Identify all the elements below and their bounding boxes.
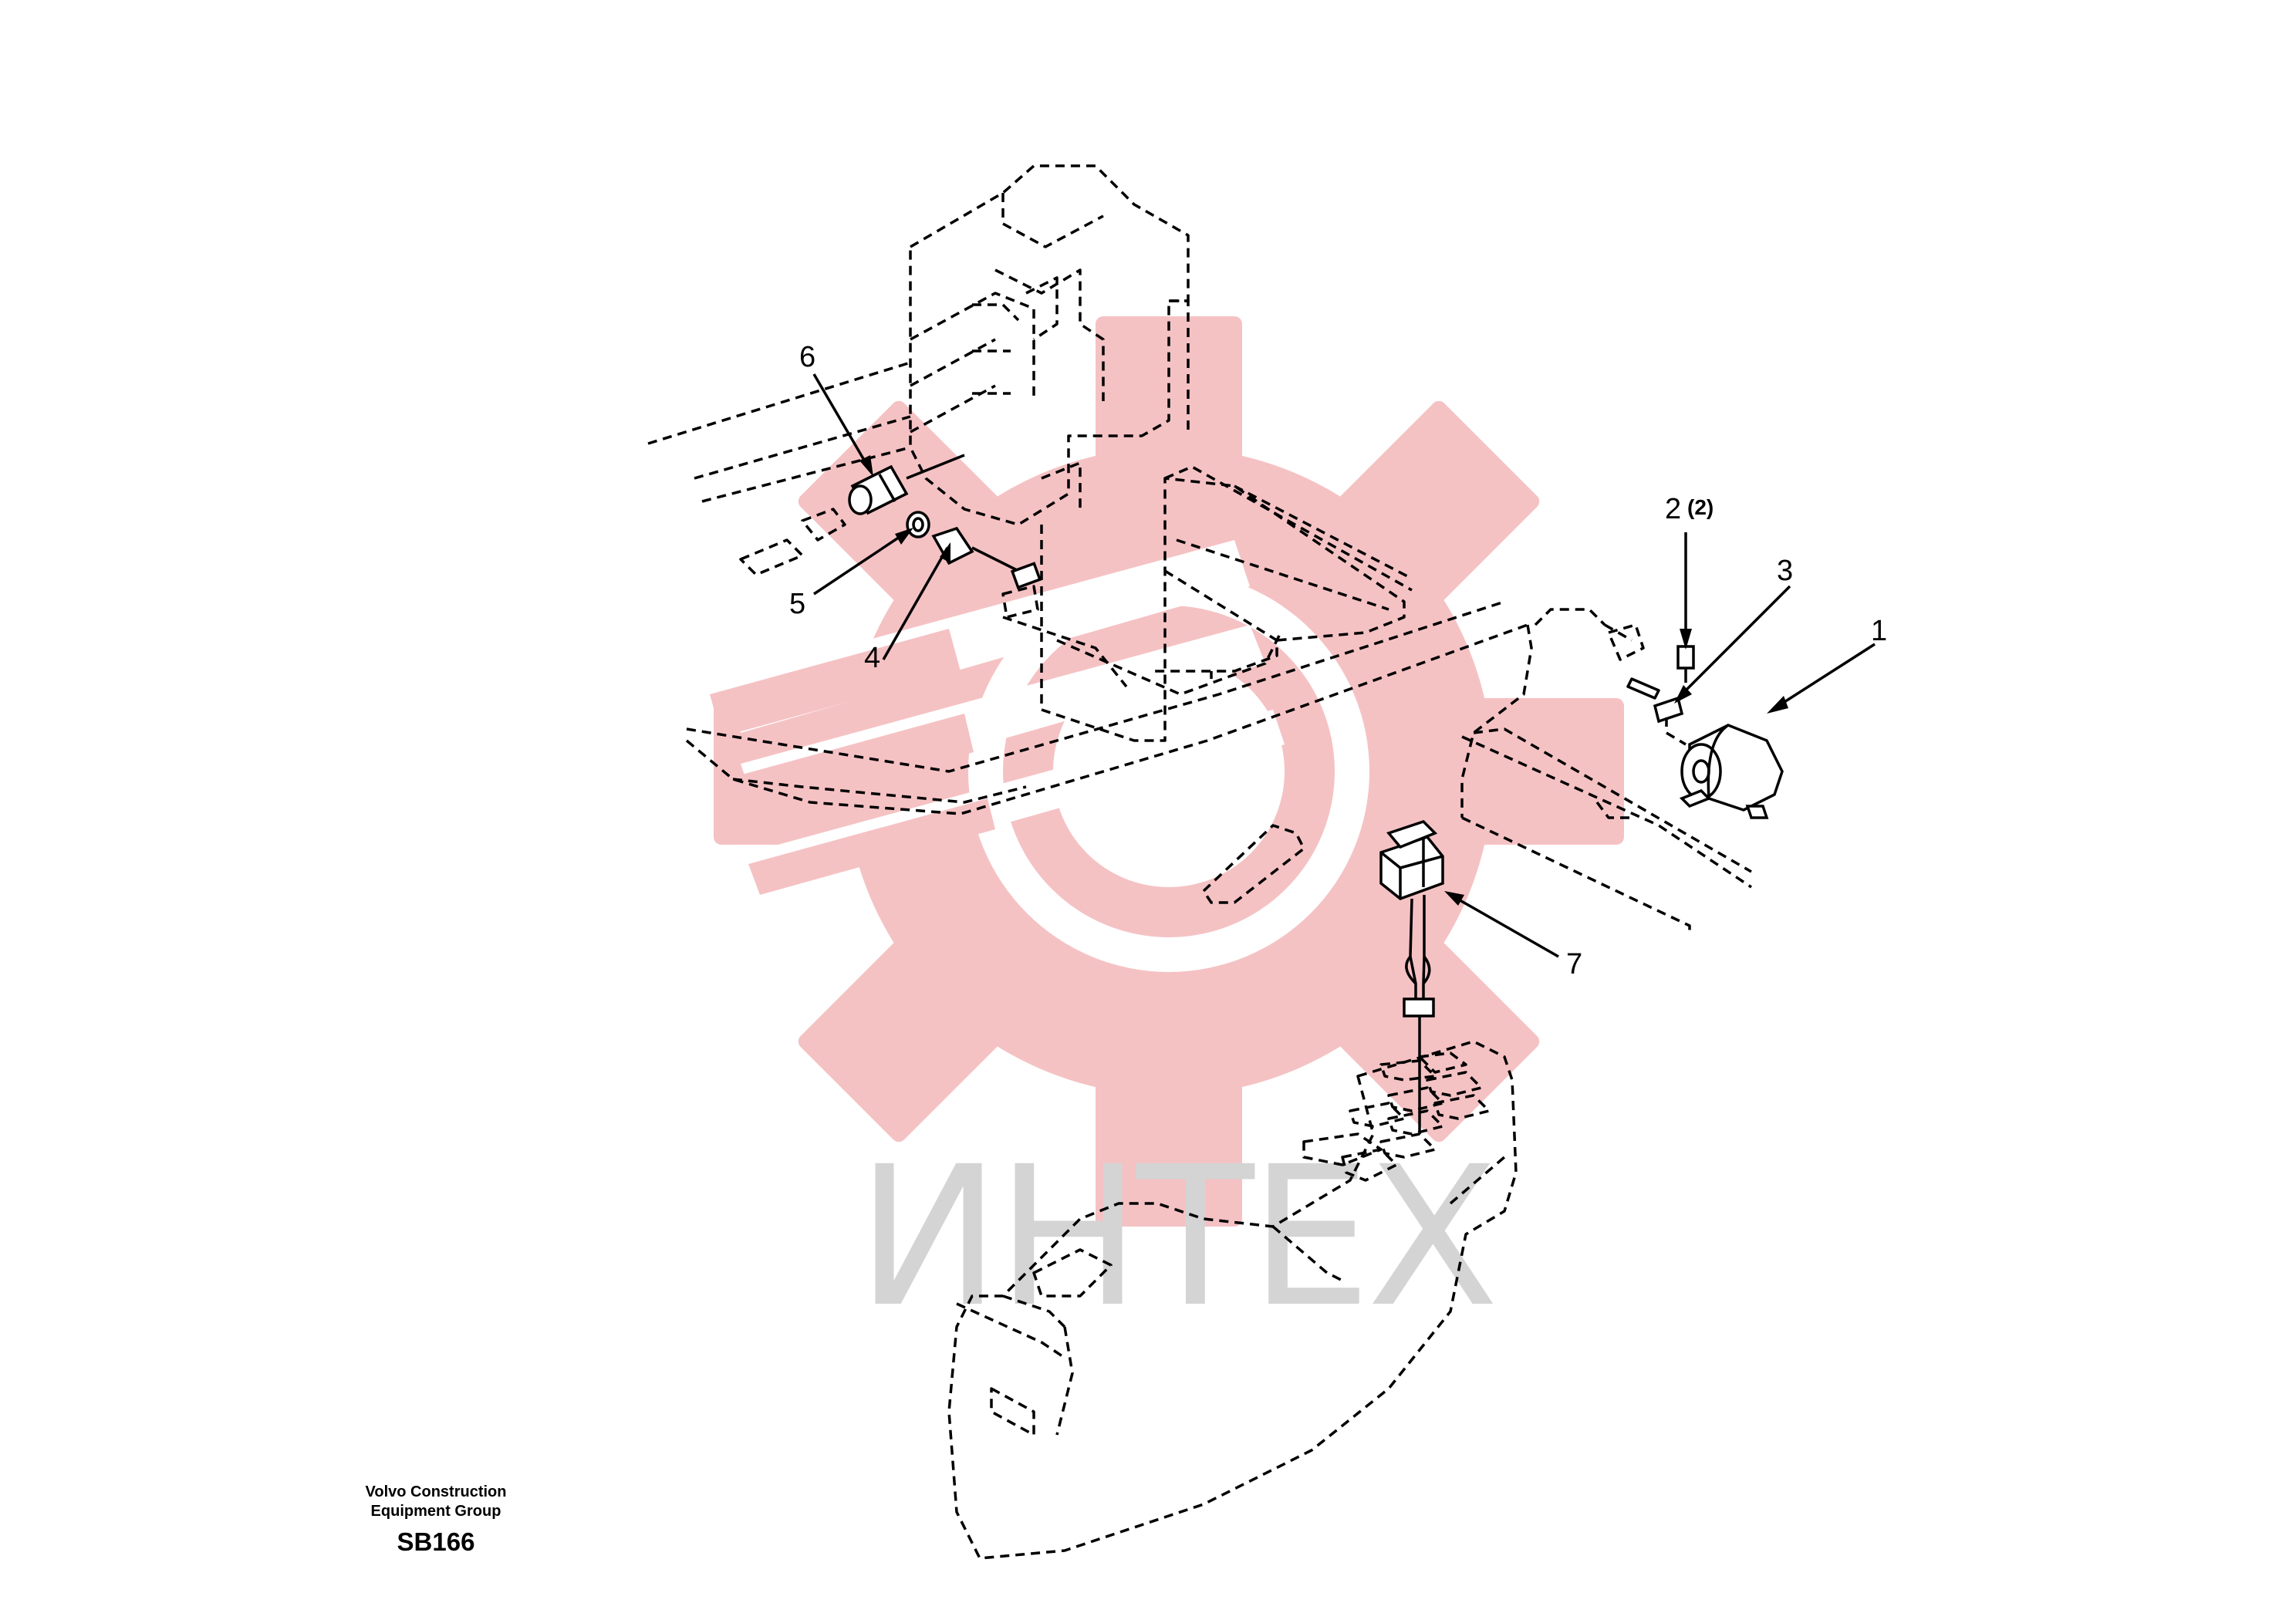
gear-watermark-inner xyxy=(710,540,1369,972)
callout-3: 3 xyxy=(1777,555,1793,587)
operator-console-outline xyxy=(947,1040,1518,1560)
callout-2-quantity: (2) xyxy=(1687,495,1714,519)
part-5-o-ring xyxy=(906,511,930,538)
company-name: Volvo Construction Equipment Group xyxy=(309,1483,563,1521)
harness-connectors xyxy=(739,508,1128,688)
cab-frame-outline xyxy=(685,465,1752,933)
part-6-pressure-switch xyxy=(848,454,965,515)
part-7-switch xyxy=(1379,819,1444,1134)
callout-1: 1 xyxy=(1871,615,1887,647)
part-3-washer xyxy=(1653,696,1687,746)
part-4-sensor xyxy=(931,526,1042,589)
callout-6: 6 xyxy=(799,341,815,373)
callout-leaders xyxy=(812,373,1876,958)
part-2-bolt xyxy=(1676,645,1695,683)
callout-2: 2 xyxy=(1665,493,1681,525)
control-valve-outline xyxy=(647,164,1190,526)
watermark-text: ИНТЕХ xyxy=(856,1125,1494,1349)
diagram-code: SB166 xyxy=(397,1527,475,1556)
part-1-buzzer xyxy=(1679,724,1784,819)
buzzer-connector xyxy=(1607,623,1660,700)
callout-4: 4 xyxy=(864,642,880,674)
company-line-2: Equipment Group xyxy=(370,1503,501,1520)
callout-labels: 1 2 (2) 3 4 5 6 7 xyxy=(789,341,1887,980)
callout-7: 7 xyxy=(1566,948,1582,980)
callout-5: 5 xyxy=(789,588,805,620)
company-line-1: Volvo Construction xyxy=(365,1483,507,1500)
